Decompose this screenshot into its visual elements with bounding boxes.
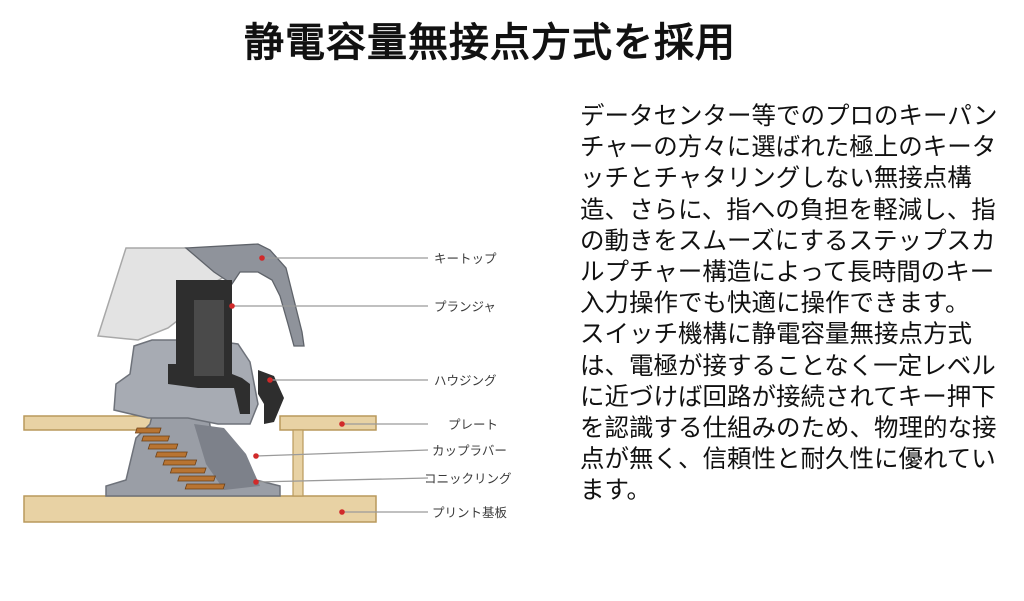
plate-support (292, 429, 304, 497)
label-housing: ハウジング (434, 373, 497, 388)
leader-dot-plate (339, 421, 345, 427)
plate-right (279, 415, 377, 431)
conic-spring (134, 427, 226, 490)
leader-cup-rubber (255, 449, 429, 457)
keytop-stem (184, 243, 305, 347)
description-paragraph-1: データセンター等でのプロのキーパンチャーの方々に選ばれた極上のキータッチとチャタ… (580, 101, 998, 318)
cup-rubber-shape (194, 424, 260, 490)
leader-dot-housing (267, 377, 273, 383)
housing-latch (258, 370, 284, 424)
page-title: 静電容量無接点方式を採用 (244, 20, 736, 66)
switch-cross-section-diagram: キートップ プランジャ ハウジング プレート カップラバー コニックリング プリ… (23, 243, 512, 523)
leader-dot-conic-ring (253, 479, 259, 485)
label-keytop: キートップ (434, 251, 497, 266)
description-paragraph-2: スイッチ機構に静電容量無接点方式は、電極が接することなく一定レベルに近づけば回路… (580, 319, 997, 505)
leader-dot-cup-rubber (253, 453, 259, 459)
pcb-board (23, 495, 377, 523)
description-text: データセンター等でのプロのキーパンチャーの方々に選ばれた極上のキータッチとチャタ… (580, 100, 1010, 506)
leader-dot-plunger (229, 303, 235, 309)
label-plate: プレート (448, 417, 498, 432)
label-conic-ring: コニックリング (424, 471, 512, 486)
leader-conic-ring (255, 477, 429, 483)
label-plunger: プランジャ (434, 299, 496, 314)
leader-dot-pcb (339, 509, 345, 515)
label-pcb: プリント基板 (432, 505, 508, 520)
plunger-inner (194, 300, 224, 376)
leader-dot-keytop (259, 255, 265, 261)
label-cup-rubber: カップラバー (432, 443, 507, 458)
